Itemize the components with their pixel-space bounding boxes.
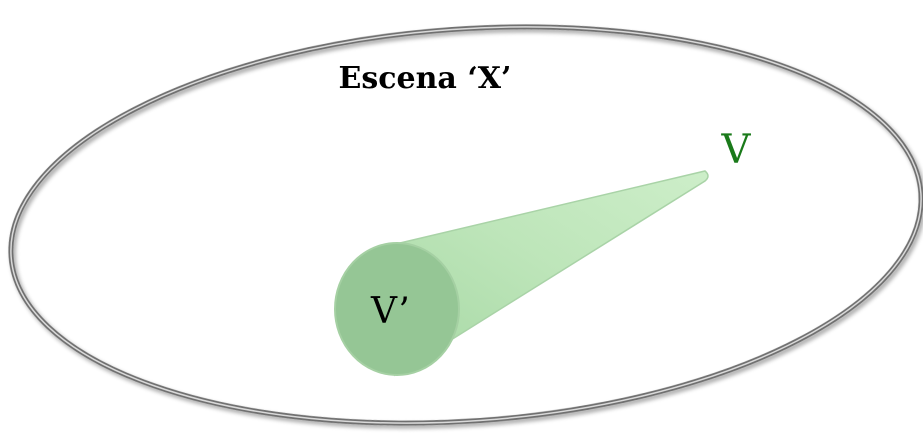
apex-label-v: V [721, 127, 752, 173]
scene-title: Escena ‘X’ [339, 61, 512, 96]
cone-base [334, 242, 460, 376]
cone-body [394, 170, 709, 377]
base-label-v-prime: V’ [370, 291, 410, 332]
